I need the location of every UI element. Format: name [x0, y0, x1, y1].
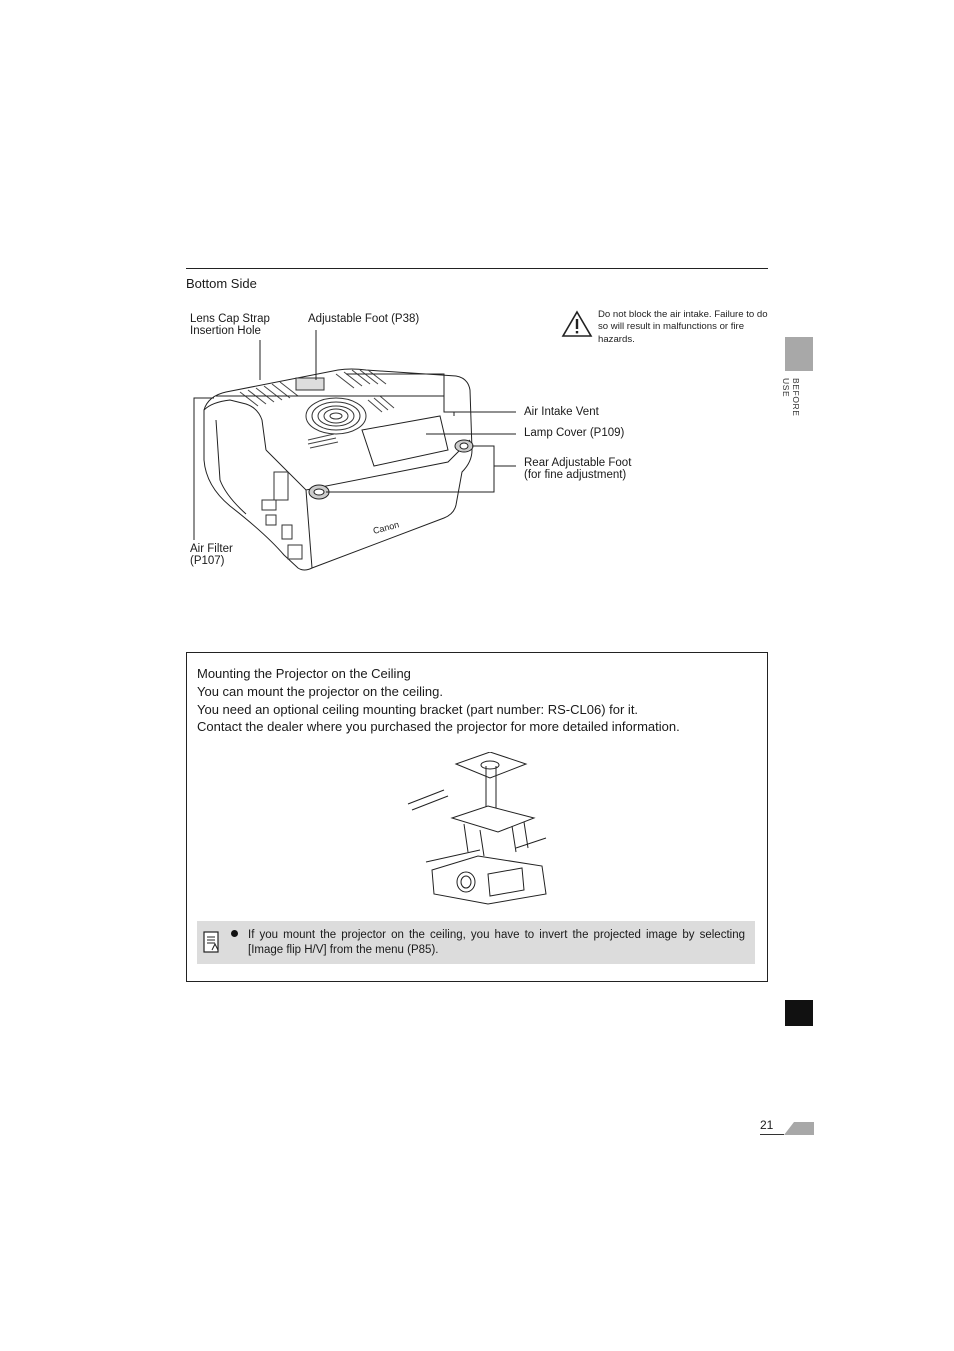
bracket-arms	[463, 821, 529, 857]
vent-grille	[239, 369, 395, 449]
section-title: Bottom Side	[186, 276, 257, 291]
projector-outline	[203, 368, 473, 571]
chapter-marker	[785, 1000, 813, 1026]
mounting-info-text: Mounting the Projector on the Ceiling Yo…	[197, 665, 762, 736]
label-rear-foot-line2: (for fine adjustment)	[524, 469, 627, 481]
leader-air-intake-top	[346, 373, 516, 413]
leader-air-filter	[193, 397, 214, 540]
label-lamp-cover: Lamp Cover (P109)	[524, 427, 625, 439]
label-adjustable-foot: Adjustable Foot (P38)	[308, 313, 420, 325]
label-lens-cap-line2: Insertion Hole	[190, 325, 261, 337]
mounted-projector-panel	[487, 867, 525, 897]
note-text: If you mount the projector on the ceilin…	[248, 929, 745, 956]
chapter-label: BEFORE USE	[781, 378, 801, 417]
projector-edge-front	[203, 399, 267, 451]
mounting-title: Mounting the Projector on the Ceiling	[197, 666, 411, 681]
chapter-tab	[785, 337, 813, 371]
page-number: 21	[760, 1118, 774, 1132]
page-number-rule	[760, 1134, 784, 1135]
mount-bracket	[450, 805, 536, 833]
mounting-line-3: Contact the dealer where you purchased t…	[197, 719, 680, 735]
note-bullet	[231, 930, 238, 937]
warning-triangle-icon	[561, 310, 593, 337]
mounting-line-1: You can mount the projector on the ceili…	[197, 683, 443, 699]
ceiling-plate	[454, 752, 528, 779]
label-rear-foot: Rear Adjustable Foot (for fine adjustmen…	[524, 457, 631, 481]
label-air-filter: Air Filter (P107)	[190, 543, 233, 567]
ceiling-line-3	[425, 849, 481, 863]
label-air-filter-line1: Air Filter	[190, 543, 233, 555]
ceiling-line-1	[407, 789, 445, 805]
projector-edge-corner	[305, 489, 313, 569]
ceiling-plate-hole	[480, 760, 500, 770]
lamp-cover-panel	[361, 415, 449, 467]
ceiling-line-2	[411, 795, 449, 811]
brand-logo: Canon	[372, 519, 400, 536]
leader-rear-foot	[326, 445, 495, 493]
projector-side-panel	[215, 419, 247, 515]
label-lens-cap: Lens Cap Strap Insertion Hole	[190, 313, 270, 337]
side-ports	[261, 471, 303, 560]
mounted-projector-lens-inner	[460, 875, 472, 889]
page-tab-shape	[784, 1122, 814, 1135]
projector-bottom-diagram: Canon	[193, 330, 516, 571]
label-air-intake: Air Intake Vent	[524, 406, 599, 418]
label-lens-cap-line1: Lens Cap Strap	[190, 313, 270, 325]
mounted-projector-lens	[456, 871, 476, 893]
mounting-info-box	[186, 652, 768, 982]
section-rule	[186, 268, 768, 269]
rear-feet	[308, 439, 474, 500]
warning-text: Do not block the air intake. Failure to …	[598, 309, 768, 345]
ceiling-mount-illustration	[407, 752, 547, 905]
note-panel	[197, 921, 755, 964]
label-rear-foot-line1: Rear Adjustable Foot	[524, 457, 632, 469]
adjustable-foot	[295, 377, 325, 391]
intake-vent-circle	[305, 397, 367, 435]
label-air-filter-line2: (P107)	[190, 555, 225, 567]
mounting-line-2: You need an optional ceiling mounting br…	[197, 701, 639, 717]
memo-icon	[203, 931, 219, 953]
ceiling-line-4	[515, 837, 547, 849]
